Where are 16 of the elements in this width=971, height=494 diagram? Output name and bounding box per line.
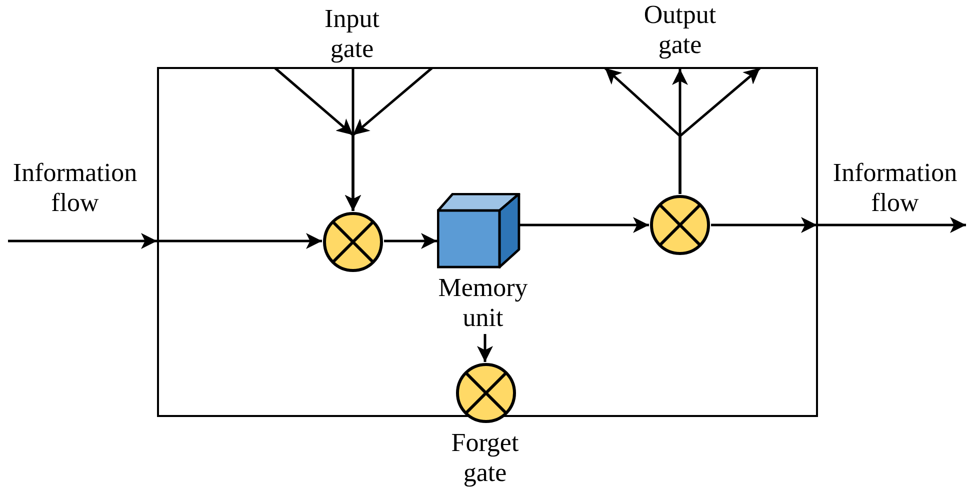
node-label: Forget gate — [450, 428, 520, 488]
arrow — [477, 334, 493, 362]
arrow — [8, 233, 322, 249]
multiplier-circle — [649, 194, 711, 256]
arrow — [384, 233, 437, 249]
gate-label: Output gate — [635, 0, 725, 60]
node-label: Memory unit — [437, 273, 529, 333]
multiplier-circle — [322, 211, 384, 273]
flow-label: Information flow — [0, 158, 150, 218]
flow-label: Information flow — [820, 158, 970, 218]
arrow — [520, 217, 649, 233]
gate-label: Input gate — [307, 4, 397, 64]
arrow — [345, 66, 434, 212]
arrow — [678, 67, 761, 194]
cell-frame — [157, 67, 818, 417]
arrow — [711, 217, 966, 233]
